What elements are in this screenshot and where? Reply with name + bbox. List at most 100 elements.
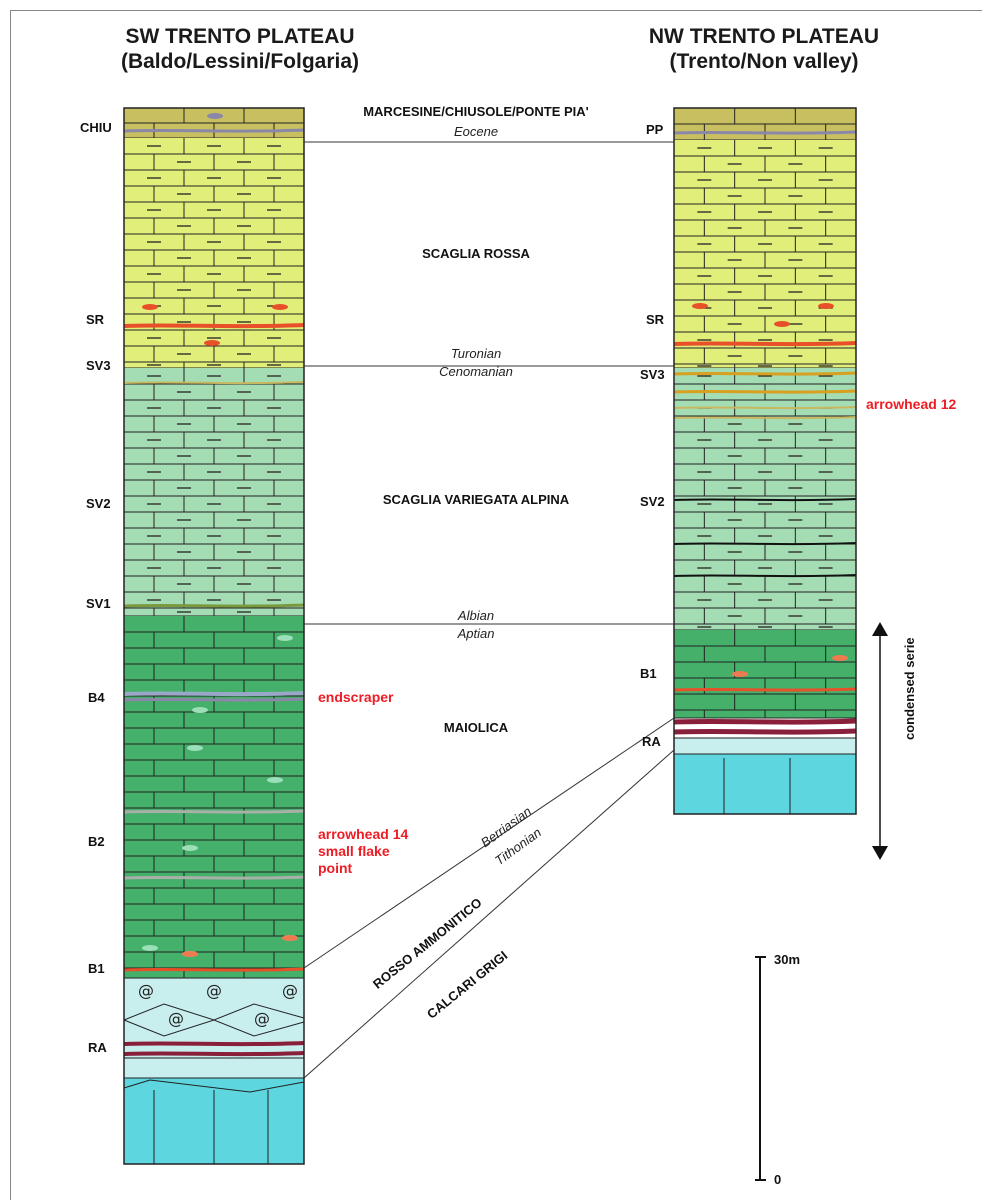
calcari-grigi-correlation bbox=[303, 749, 675, 1079]
transition-bed bbox=[123, 1057, 305, 1079]
right-title-line1: NW TRENTO PLATEAU bbox=[648, 25, 880, 48]
age-cenomanian: Cenomanian bbox=[439, 364, 513, 379]
left-label-b1: B1 bbox=[88, 961, 105, 976]
grey-band-b2b bbox=[123, 875, 305, 880]
age-eocene: Eocene bbox=[453, 124, 499, 139]
grey-band-b4 bbox=[123, 691, 305, 697]
black-band bbox=[673, 574, 857, 578]
find-arrowhead-14-line3: point bbox=[318, 860, 353, 876]
unit-calcari-grigi bbox=[673, 753, 857, 815]
left-title-line2: (Baldo/Lessini/Folgaria) bbox=[120, 50, 360, 73]
black-band-sv2 bbox=[673, 498, 857, 502]
maroon-band bbox=[673, 718, 857, 725]
right-stratigraphic-column bbox=[673, 107, 857, 815]
red-band-sr bbox=[123, 323, 305, 329]
maroon-band bbox=[673, 728, 857, 735]
correlation-lines bbox=[303, 141, 675, 1079]
red-band-b1 bbox=[123, 967, 305, 972]
left-label-ra: RA bbox=[88, 1040, 107, 1055]
left-column-title: SW TRENTO PLATEAU (Baldo/Lessini/Folgari… bbox=[110, 24, 370, 74]
yellow-band bbox=[673, 416, 857, 420]
right-column-title: NW TRENTO PLATEAU (Trento/Non valley) bbox=[634, 24, 894, 74]
left-label-sv1: SV1 bbox=[86, 596, 111, 611]
red-nodule bbox=[182, 951, 198, 957]
nodule bbox=[142, 945, 158, 951]
find-endscraper: endscraper bbox=[318, 689, 394, 705]
nodule bbox=[187, 745, 203, 751]
chert-lens bbox=[142, 304, 158, 310]
chert-lens bbox=[774, 321, 790, 327]
left-label-b2: B2 bbox=[88, 834, 105, 849]
left-label-sv3: SV3 bbox=[86, 358, 111, 373]
right-label-sr: SR bbox=[646, 312, 665, 327]
grey-band bbox=[673, 130, 857, 135]
left-column-outline bbox=[123, 107, 305, 1165]
grey-band-b2 bbox=[123, 809, 305, 814]
figure-frame bbox=[10, 10, 982, 1200]
right-label-sv2: SV2 bbox=[640, 494, 665, 509]
condensed-serie-arrow bbox=[872, 622, 888, 860]
grey-band bbox=[123, 128, 305, 133]
berriasian-tithonian-correlation bbox=[303, 717, 675, 969]
right-column-outline bbox=[673, 107, 857, 815]
formation-marcesine: MARCESINE/CHIUSOLE/PONTE PIA' bbox=[363, 104, 589, 119]
find-arrowhead-14-line2: small flake bbox=[318, 843, 390, 859]
grey-lens bbox=[207, 113, 223, 119]
ammonite-icon: @ bbox=[206, 981, 222, 1000]
black-band bbox=[673, 542, 857, 546]
left-label-b4: B4 bbox=[88, 690, 105, 705]
age-turonian: Turonian bbox=[450, 346, 502, 361]
age-albian: Albian bbox=[457, 608, 495, 623]
formation-scaglia-variegata: SCAGLIA VARIEGATA ALPINA bbox=[382, 492, 570, 507]
red-band-b1 bbox=[673, 687, 857, 692]
left-title-line1: SW TRENTO PLATEAU bbox=[125, 25, 355, 48]
grey-band-b4b bbox=[123, 697, 305, 702]
red-band-sr bbox=[673, 341, 857, 347]
left-label-sv2: SV2 bbox=[86, 496, 111, 511]
unit-rosso-ammonitico bbox=[673, 737, 857, 755]
ochre-band-sv3 bbox=[673, 371, 857, 376]
formation-scaglia-rossa: SCAGLIA ROSSA bbox=[422, 246, 530, 261]
red-nodule bbox=[732, 671, 748, 677]
find-arrowhead-14-line1: arrowhead 14 bbox=[318, 826, 409, 842]
nodule bbox=[267, 777, 283, 783]
unit-maiolica bbox=[674, 630, 856, 718]
yellow-band-sv3 bbox=[123, 381, 305, 385]
age-aptian: Aptian bbox=[457, 626, 495, 641]
chert-lens bbox=[692, 303, 708, 309]
ochre-band-sv3b bbox=[673, 389, 857, 394]
bed-boundary bbox=[123, 1079, 305, 1093]
ammonite-icon: @ bbox=[282, 981, 298, 1000]
yellow-band bbox=[673, 406, 857, 410]
formation-maiolica: MAIOLICA bbox=[443, 720, 509, 735]
nodule bbox=[182, 845, 198, 851]
left-label-chiu: CHIU bbox=[80, 120, 112, 135]
left-stratigraphic-column: @ @ @ @ @ bbox=[123, 107, 305, 1165]
nodule bbox=[192, 707, 208, 713]
nodular-pattern bbox=[123, 1003, 305, 1037]
right-label-b1: B1 bbox=[640, 666, 657, 681]
ammonite-icon: @ bbox=[168, 1009, 184, 1028]
red-nodule bbox=[832, 655, 848, 661]
find-arrowhead-12: arrowhead 12 bbox=[866, 396, 957, 412]
condensed-serie-label: condensed serie bbox=[902, 637, 917, 740]
scale-bottom-label: 0 bbox=[774, 1172, 782, 1187]
scale-top-label: 30m bbox=[774, 952, 801, 967]
olive-band-sv1 bbox=[123, 603, 305, 608]
right-label-sv3: SV3 bbox=[640, 367, 665, 382]
maroon-band bbox=[123, 1051, 305, 1057]
ammonite-icon: @ bbox=[254, 1009, 270, 1028]
nodule bbox=[277, 635, 293, 641]
left-label-sr: SR bbox=[86, 312, 105, 327]
chert-lens bbox=[272, 304, 288, 310]
chert-lens bbox=[204, 340, 220, 346]
right-label-pp: PP bbox=[646, 122, 664, 137]
red-nodule bbox=[282, 935, 298, 941]
condensed-arrow-head-up bbox=[872, 622, 888, 636]
find-arrowhead-14: arrowhead 14 small flake point bbox=[318, 826, 408, 877]
right-title-line2: (Trento/Non valley) bbox=[669, 50, 859, 73]
scale-bar bbox=[755, 956, 766, 1181]
condensed-arrow-head-down bbox=[872, 846, 888, 860]
ammonite-icon: @ bbox=[138, 981, 154, 1000]
